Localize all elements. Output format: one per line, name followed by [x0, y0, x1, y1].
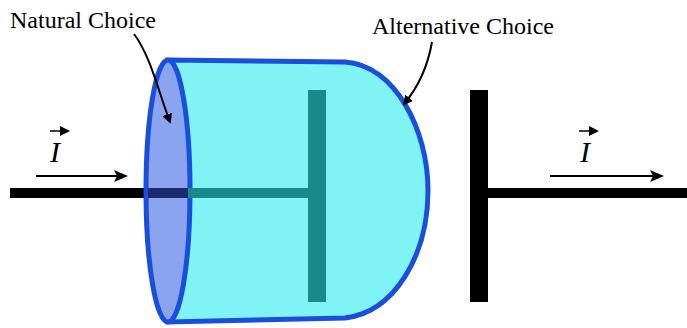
wire	[486, 188, 687, 198]
vector-arrow	[579, 130, 597, 132]
current-arrow	[550, 175, 662, 177]
capacitor-plate	[470, 90, 488, 302]
gaussian-disc	[146, 60, 190, 322]
current-symbol: I	[580, 137, 590, 167]
wire	[10, 188, 160, 198]
wire	[188, 188, 313, 198]
gaussian-dome	[168, 60, 428, 322]
current-symbol: I	[50, 137, 60, 167]
capacitor-plate	[308, 90, 326, 302]
leader-line	[404, 42, 432, 104]
leader-line	[134, 34, 170, 122]
current-arrow	[36, 175, 126, 177]
vector-arrow	[50, 130, 68, 132]
surface-label: Natural Choice	[10, 8, 156, 32]
wire	[148, 188, 188, 198]
surface-label: Alternative Choice	[372, 14, 554, 38]
